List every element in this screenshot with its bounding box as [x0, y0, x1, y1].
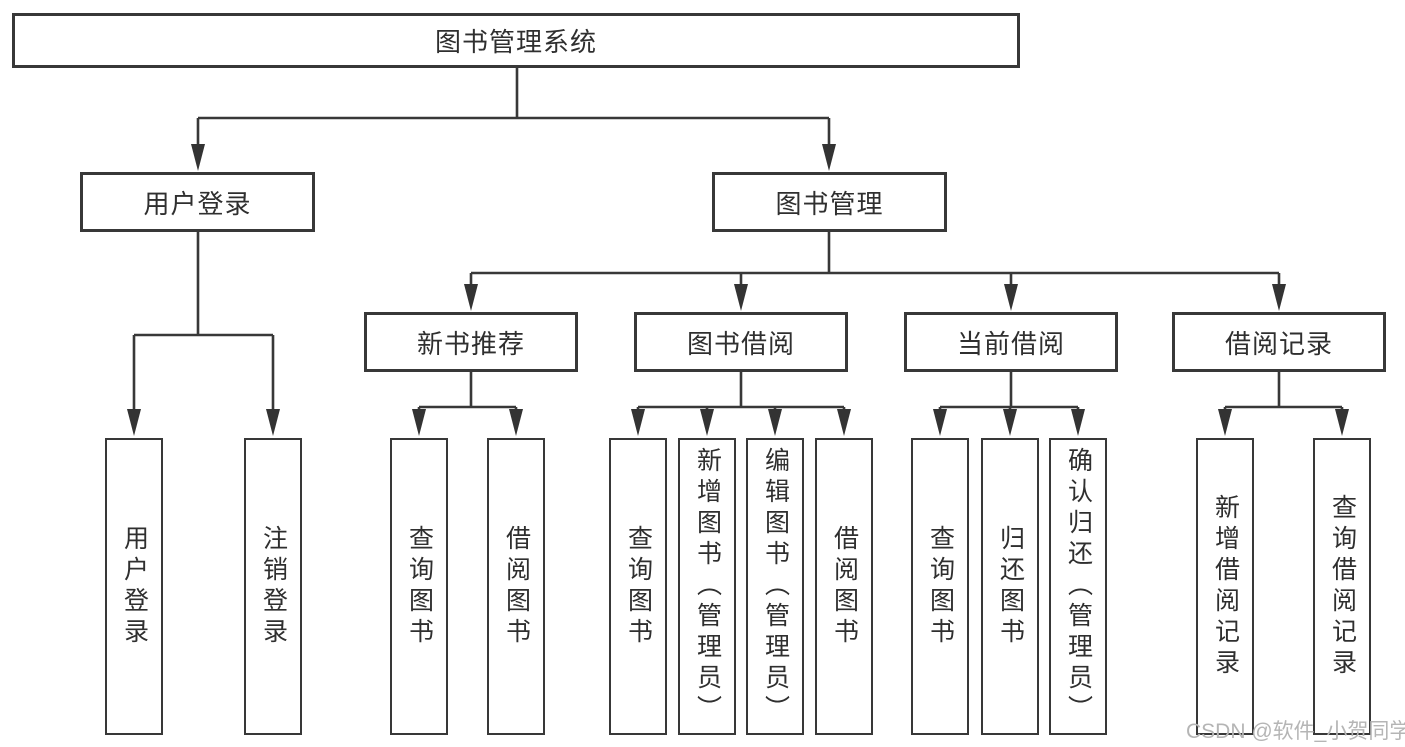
node-current-borrowing-label: 当前借阅	[956, 328, 1065, 359]
leaf-confirm-return-admin: 确认归还（管理员）	[1049, 438, 1107, 735]
leaf-edit-books-admin: 编辑图书（管理员）	[746, 438, 804, 735]
leaf-query-books-1: 查询图书	[390, 438, 448, 735]
node-user-login-label: 用户登录	[143, 188, 252, 219]
node-book-management-label: 图书管理	[775, 188, 884, 219]
leaf-query-books-2: 查询图书	[609, 438, 667, 735]
node-book-borrowing-label: 图书借阅	[686, 328, 795, 359]
leaf-user-login: 用户登录	[105, 438, 163, 735]
leaf-borrow-books-1-label: 借阅图书	[502, 524, 531, 649]
leaf-borrow-books-2: 借阅图书	[815, 438, 873, 735]
leaf-return-books: 归还图书	[981, 438, 1039, 735]
leaf-query-books-2-label: 查询图书	[624, 524, 653, 649]
leaf-logout-label: 注销登录	[259, 524, 288, 649]
node-borrowing-records-label: 借阅记录	[1224, 328, 1333, 359]
leaf-add-books-admin: 新增图书（管理员）	[678, 438, 736, 735]
leaf-borrow-books-2-label: 借阅图书	[830, 524, 859, 649]
leaf-return-books-label: 归还图书	[996, 524, 1025, 649]
leaf-query-borrow-record: 查询借阅记录	[1313, 438, 1371, 735]
node-new-book-recommend-label: 新书推荐	[416, 328, 525, 359]
leaf-query-books-3: 查询图书	[911, 438, 969, 735]
leaf-add-borrow-record: 新增借阅记录	[1196, 438, 1254, 735]
node-current-borrowing: 当前借阅	[904, 312, 1118, 372]
node-book-borrowing: 图书借阅	[634, 312, 848, 372]
csdn-watermark: CSDN @软件_小贺同学	[1186, 720, 1405, 743]
leaf-add-books-admin-label: 新增图书（管理员）	[693, 447, 722, 726]
leaf-query-books-1-label: 查询图书	[405, 524, 434, 649]
leaf-user-login-label: 用户登录	[120, 524, 149, 649]
leaf-add-borrow-record-label: 新增借阅记录	[1211, 493, 1240, 680]
leaf-borrow-books-1: 借阅图书	[487, 438, 545, 735]
node-root-label: 图书管理系统	[434, 27, 597, 57]
leaf-edit-books-admin-label: 编辑图书（管理员）	[761, 447, 790, 726]
leaf-query-borrow-record-label: 查询借阅记录	[1328, 493, 1357, 680]
node-user-login: 用户登录	[80, 172, 315, 232]
leaf-logout: 注销登录	[244, 438, 302, 735]
node-root: 图书管理系统	[12, 13, 1020, 68]
node-borrowing-records: 借阅记录	[1172, 312, 1386, 372]
node-new-book-recommend: 新书推荐	[364, 312, 578, 372]
node-book-management: 图书管理	[712, 172, 947, 232]
leaf-confirm-return-admin-label: 确认归还（管理员）	[1064, 447, 1093, 726]
leaf-query-books-3-label: 查询图书	[926, 524, 955, 649]
